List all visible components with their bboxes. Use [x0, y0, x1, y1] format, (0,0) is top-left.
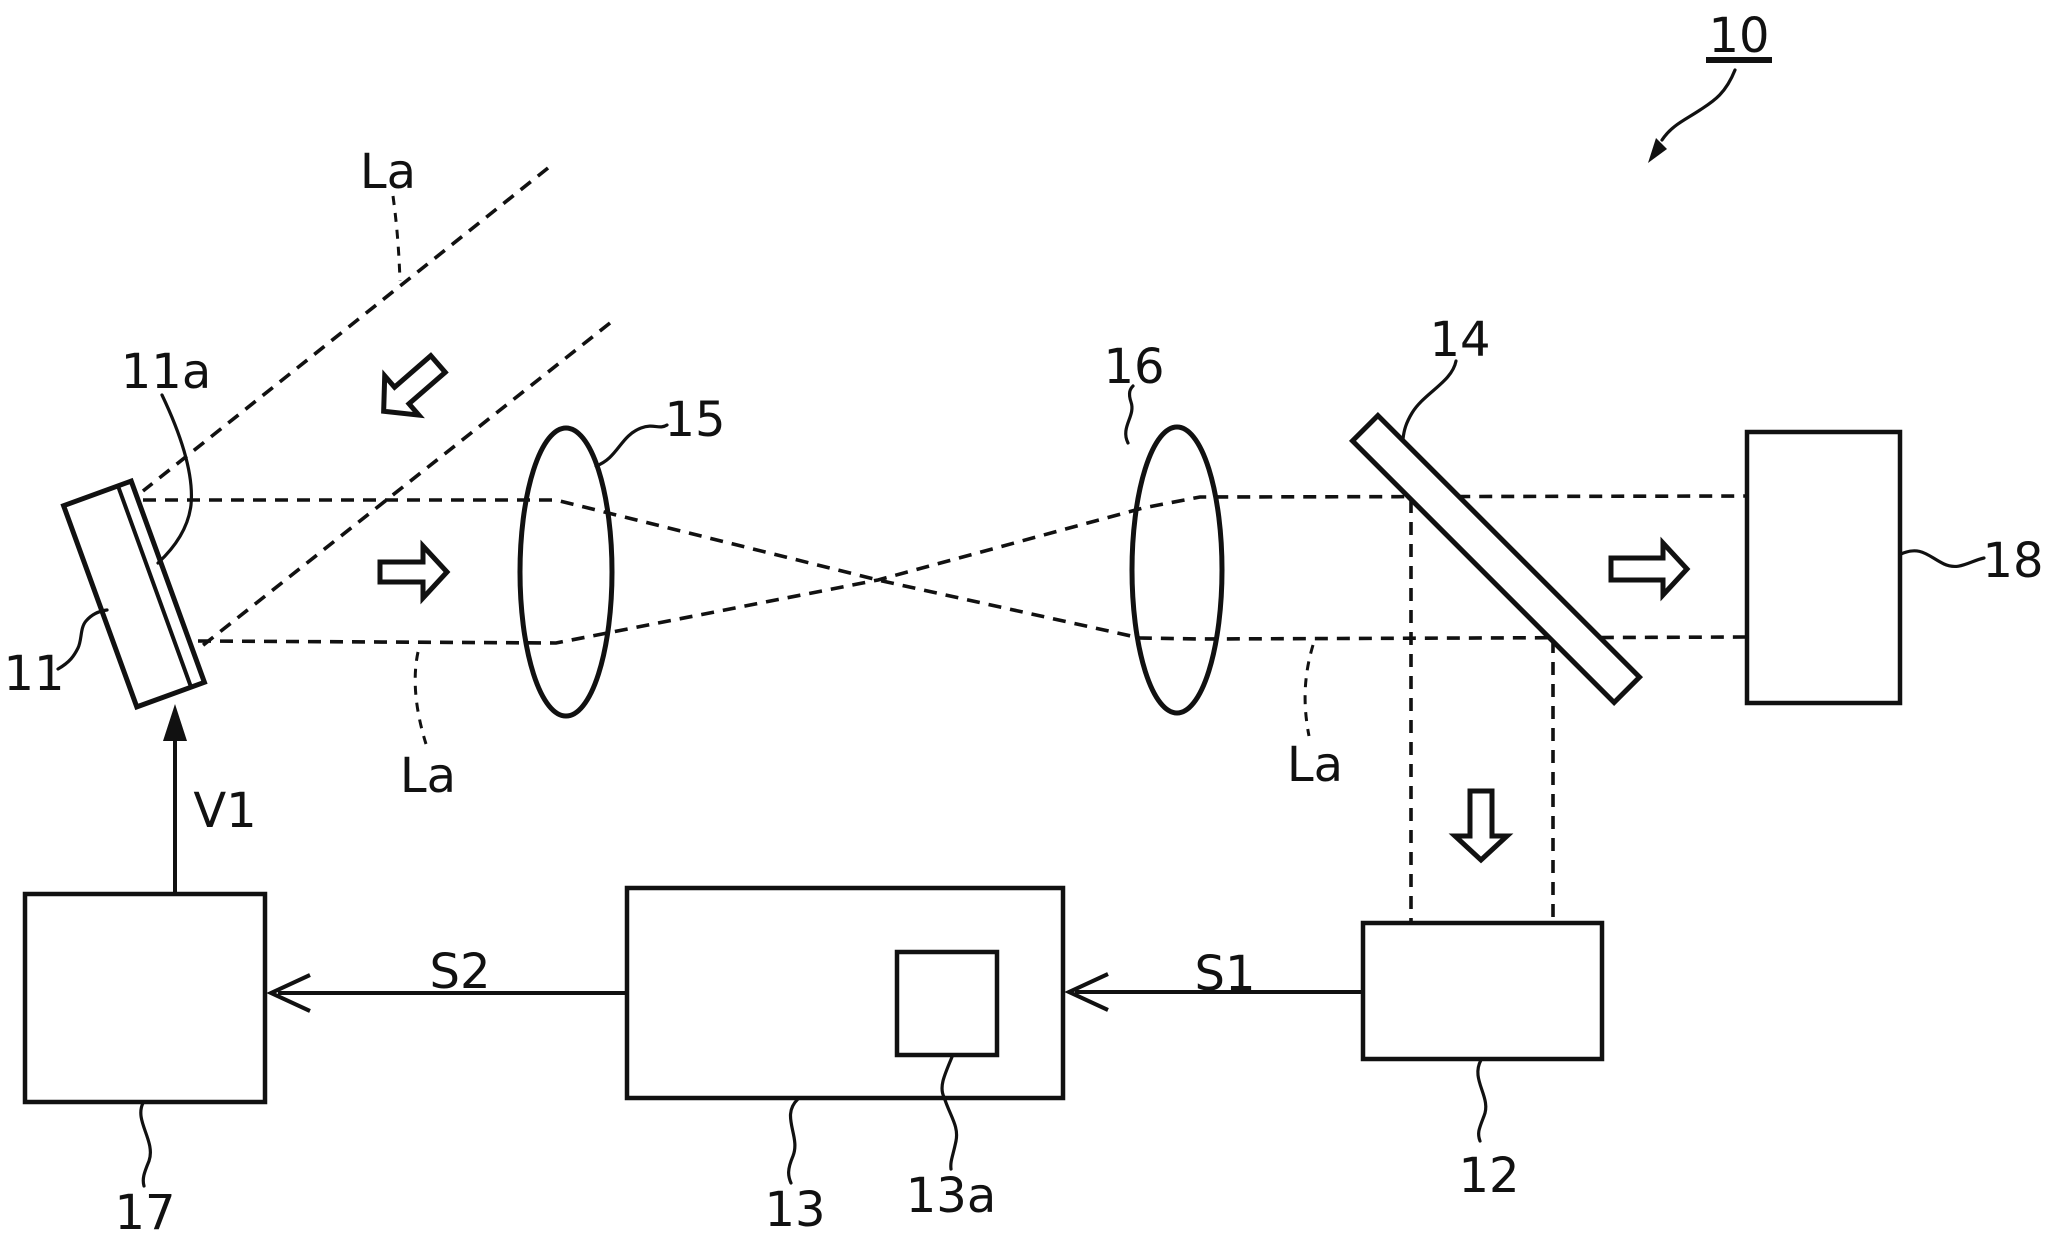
label-13a: 13a	[906, 1168, 997, 1224]
beam-direction-arrow-downleft	[381, 352, 449, 419]
label-18: 18	[1982, 533, 2043, 589]
fig-number-underline	[1706, 57, 1772, 63]
mirror-surface-layer-line	[116, 485, 193, 688]
box-17	[22, 891, 268, 1105]
fig-number-leader-arrowhead	[1648, 138, 1667, 163]
leader-13a	[940, 1055, 959, 1171]
label-14: 14	[1429, 312, 1490, 368]
label-15: 15	[664, 392, 725, 448]
la-right-leader	[1303, 644, 1315, 737]
label-s1: S1	[1194, 946, 1255, 1002]
label-11: 11	[3, 646, 64, 702]
leader-15	[594, 423, 669, 468]
leader-13	[787, 1097, 800, 1185]
label-la-mid: La	[400, 748, 456, 804]
label-16: 16	[1103, 339, 1164, 395]
beam-direction-arrow-right-box18	[1608, 536, 1691, 602]
leader-18	[1899, 549, 1986, 569]
label-11a: 11a	[121, 344, 212, 400]
leader-16	[1124, 384, 1135, 445]
leader-11	[56, 608, 109, 671]
lens-16	[1129, 424, 1225, 716]
label-17: 17	[114, 1185, 175, 1238]
leader-12	[1476, 1058, 1488, 1143]
s2-arrowhead	[266, 973, 311, 1013]
leader-14	[1401, 359, 1458, 441]
lens-15	[517, 425, 615, 719]
label-v1: V1	[193, 783, 256, 839]
v1-arrowhead	[163, 704, 187, 741]
la-mid-leader	[413, 651, 428, 745]
la-top-leader	[391, 195, 402, 282]
scan-mirror-plate	[60, 477, 208, 711]
box-13a	[894, 949, 1000, 1058]
label-s2: S2	[429, 944, 490, 1000]
s1-arrowhead	[1064, 972, 1109, 1012]
fig-number-leader	[1660, 68, 1737, 142]
box-12	[1360, 920, 1605, 1062]
label-la-top: La	[360, 144, 416, 200]
box-18	[1744, 429, 1903, 706]
leader-11a	[156, 393, 194, 565]
label-fig-number: 10	[1708, 8, 1769, 64]
beam-lower-path	[197, 494, 1748, 645]
beam-direction-arrow-right-lens15	[377, 539, 451, 605]
incoming-beam-lower	[195, 321, 612, 652]
incoming-beam-upper	[141, 166, 550, 493]
label-la-right: La	[1287, 737, 1343, 793]
beam-direction-arrow-down-box12	[1448, 788, 1514, 864]
beam-splitter-plate	[1348, 411, 1644, 707]
leader-17	[139, 1101, 152, 1188]
label-13: 13	[764, 1182, 825, 1238]
label-12: 12	[1458, 1148, 1519, 1204]
